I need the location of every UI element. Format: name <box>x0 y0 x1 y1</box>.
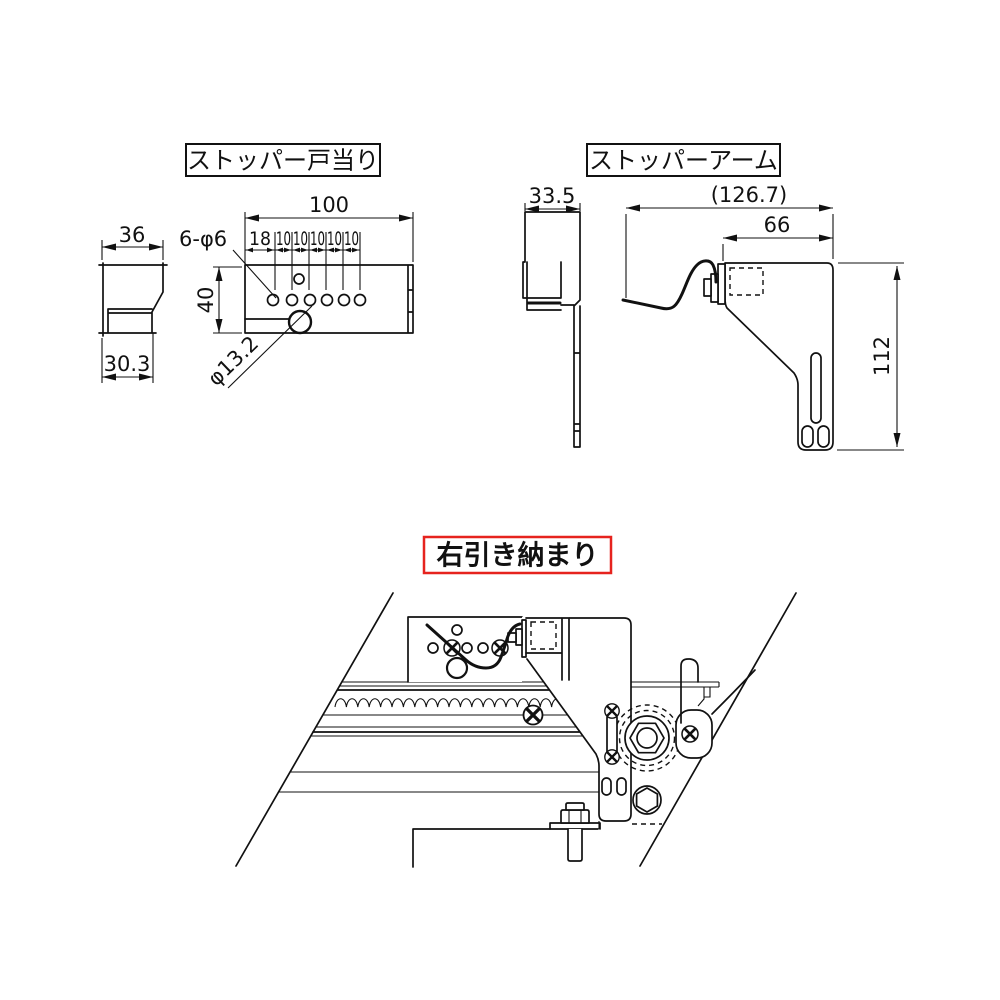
rail-end-cap <box>631 658 720 759</box>
spacing-arrowheads <box>246 247 359 253</box>
rail-lines <box>279 681 601 793</box>
door-stop-section: ストッパー戸当り 36 30.3 100 40 <box>98 143 414 391</box>
arm-front-view: (126.7) 66 112 <box>621 183 904 451</box>
arm-mount-width-label: 66 <box>764 213 791 237</box>
bolt-head <box>560 809 590 824</box>
hole-spacing-dim: 18 10 10 10 10 10 <box>245 228 361 290</box>
arm-title-box <box>586 143 781 177</box>
door-stop-side-view: 36 30.3 <box>98 223 168 383</box>
spacing-label-18: 18 <box>249 228 271 250</box>
mounted-cylinder-clamp <box>507 617 570 681</box>
left-door-edge <box>235 592 394 867</box>
slot-screw-bottom <box>603 748 621 766</box>
arm-bracket-plate <box>724 262 834 451</box>
dim-side-bottom-label: 30.3 <box>104 352 151 376</box>
installation-title: 右引き納まり <box>437 540 599 572</box>
rack-teeth <box>334 698 598 708</box>
panel-notch-edge <box>711 669 756 715</box>
door-stop-title-box <box>185 143 381 177</box>
door-stop-title: ストッパー戸当り <box>187 147 379 175</box>
bolt-shaft <box>567 828 583 862</box>
dim-front-width-label: 100 <box>309 193 349 217</box>
right-door-edge <box>639 592 797 867</box>
arm-clamp-plate <box>717 263 726 305</box>
spacing-label-10b: 10 <box>293 228 308 250</box>
mounted-spring-wire <box>425 622 522 670</box>
slot-screw-top <box>603 702 621 720</box>
pulley-nut-assembly <box>613 704 681 772</box>
spacing-label-10c: 10 <box>310 228 325 250</box>
small-holes-label: 6-φ6 <box>179 227 227 251</box>
bracket-slot-group <box>601 702 627 796</box>
lower-hex-nut <box>632 785 662 815</box>
spacing-label-10d: 10 <box>327 228 342 250</box>
door-stop-front-view: 100 40 <box>179 193 414 391</box>
arm-clamp-bolt <box>703 278 712 297</box>
arm-title: ストッパーアーム <box>589 147 778 175</box>
plate-big-hole <box>445 656 469 680</box>
tab-screw <box>680 724 700 744</box>
mounted-bottom-slot-right <box>616 777 627 796</box>
stopper-arm-section: ストッパーアーム 33.5 <box>522 143 904 451</box>
arm-hidden-block <box>729 267 764 296</box>
installation-section: 右引き納まり <box>235 535 797 868</box>
spacing-label-10a: 10 <box>276 228 291 250</box>
dim-front-height-label: 40 <box>194 287 218 314</box>
arm-spring-wire <box>621 259 718 311</box>
dim-side-width-label: 36 <box>119 223 146 247</box>
spacing-label-10e: 10 <box>344 228 359 250</box>
clamp-flange <box>515 628 523 646</box>
mounted-bottom-slot-left <box>601 777 612 796</box>
arm-bottom-slot-right <box>817 425 830 448</box>
installation-title-box <box>422 535 613 575</box>
arm-side-view: 33.5 <box>522 184 581 448</box>
arm-long-slot <box>810 352 822 424</box>
arm-overall-width-label: (126.7) <box>711 183 788 207</box>
rail-screw <box>521 703 545 727</box>
arm-bottom-slot-left <box>801 425 814 448</box>
big-hole <box>287 309 313 335</box>
arm-side-width-label: 33.5 <box>529 184 576 208</box>
bottom-plate-bolt <box>412 802 662 868</box>
installation-drawing <box>235 592 797 868</box>
big-hole-label: φ13.2 <box>203 331 263 390</box>
arm-height-label: 112 <box>870 336 894 376</box>
door-stop-holes <box>266 273 367 335</box>
